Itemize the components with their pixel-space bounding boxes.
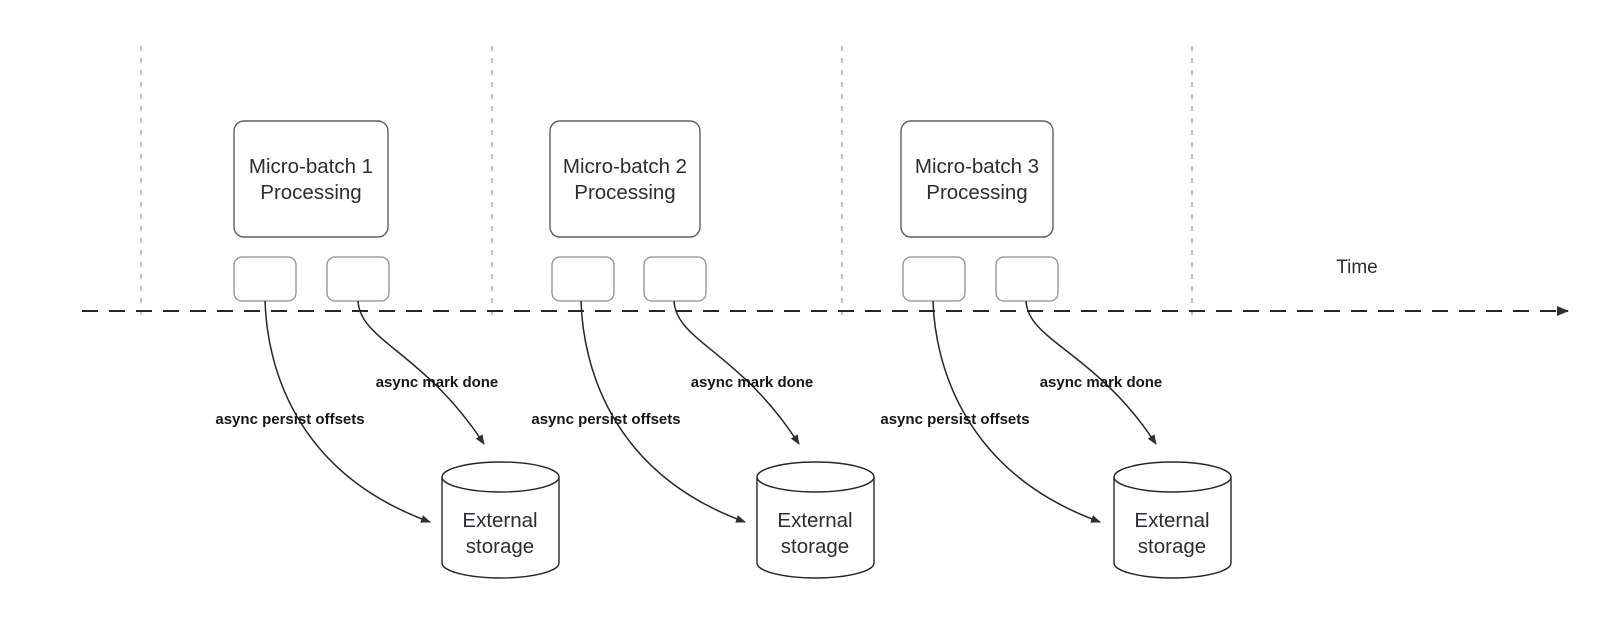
mark-done-task-3[interactable] [995,256,1059,302]
micro-batch-1-box[interactable] [233,120,389,238]
mark-done-task-2[interactable] [643,256,707,302]
external-storage-3-label-line2: storage [1138,535,1206,558]
micro-batch-3-label-line1: Micro-batch 3 [915,155,1039,178]
external-storage-2-label-line2: storage [781,535,849,558]
time-axis: Time [82,257,1569,316]
micro-batch-2-label-line1: Micro-batch 2 [563,155,687,178]
micro-batch-1-label-line1: Micro-batch 1 [249,155,373,178]
async-mark-done-edge-3 [1025,300,1157,445]
cylinder-top-1 [441,461,560,493]
cylinder-body-1 [441,477,560,579]
cylinder-body-2 [756,477,875,579]
async-persist-offsets-label-2: async persist offsets [531,411,680,428]
async-mark-done-edge-1 [357,300,485,445]
micro-batch-3-box[interactable] [900,120,1054,238]
async-persist-offsets-label-3: async persist offsets [880,411,1029,428]
async-mark-done-label-3: async mark done [1040,374,1163,391]
external-storage-cylinder-2[interactable]: External storage [756,461,875,579]
external-storage-3-label-line1: External [1134,509,1209,532]
tick-lines-group [140,46,1193,322]
micro-batch-2-box[interactable] [549,120,701,238]
micro-batch-group-3: Micro-batch 3 Processing async persist o… [880,120,1232,579]
cylinder-body-3 [1113,477,1232,579]
external-storage-2-label-line1: External [777,509,852,532]
micro-batch-2-label-line2: Processing [574,181,675,204]
mark-done-task-1[interactable] [326,256,390,302]
persist-offsets-task-1[interactable] [233,256,297,302]
micro-batch-3-label-line2: Processing [926,181,1027,204]
external-storage-cylinder-3[interactable]: External storage [1113,461,1232,579]
external-storage-1-label-line2: storage [466,535,534,558]
external-storage-cylinder-1[interactable]: External storage [441,461,560,579]
async-mark-done-label-1: async mark done [376,374,499,391]
time-axis-label: Time [1336,257,1378,278]
persist-offsets-task-2[interactable] [551,256,615,302]
async-mark-done-edge-2 [673,300,800,445]
async-persist-offsets-label-1: async persist offsets [215,411,364,428]
micro-batch-1-label-line2: Processing [260,181,361,204]
micro-batch-group-1: Micro-batch 1 Processing async persist o… [215,120,560,579]
async-mark-done-label-2: async mark done [691,374,814,391]
async-persist-offsets-edge-1 [264,300,431,523]
async-persist-offsets-edge-3 [932,300,1101,523]
persist-offsets-task-3[interactable] [902,256,966,302]
cylinder-top-3 [1113,461,1232,493]
cylinder-top-2 [756,461,875,493]
async-persist-offsets-edge-2 [580,300,746,523]
external-storage-1-label-line1: External [462,509,537,532]
micro-batch-group-2: Micro-batch 2 Processing async persist o… [531,120,875,579]
